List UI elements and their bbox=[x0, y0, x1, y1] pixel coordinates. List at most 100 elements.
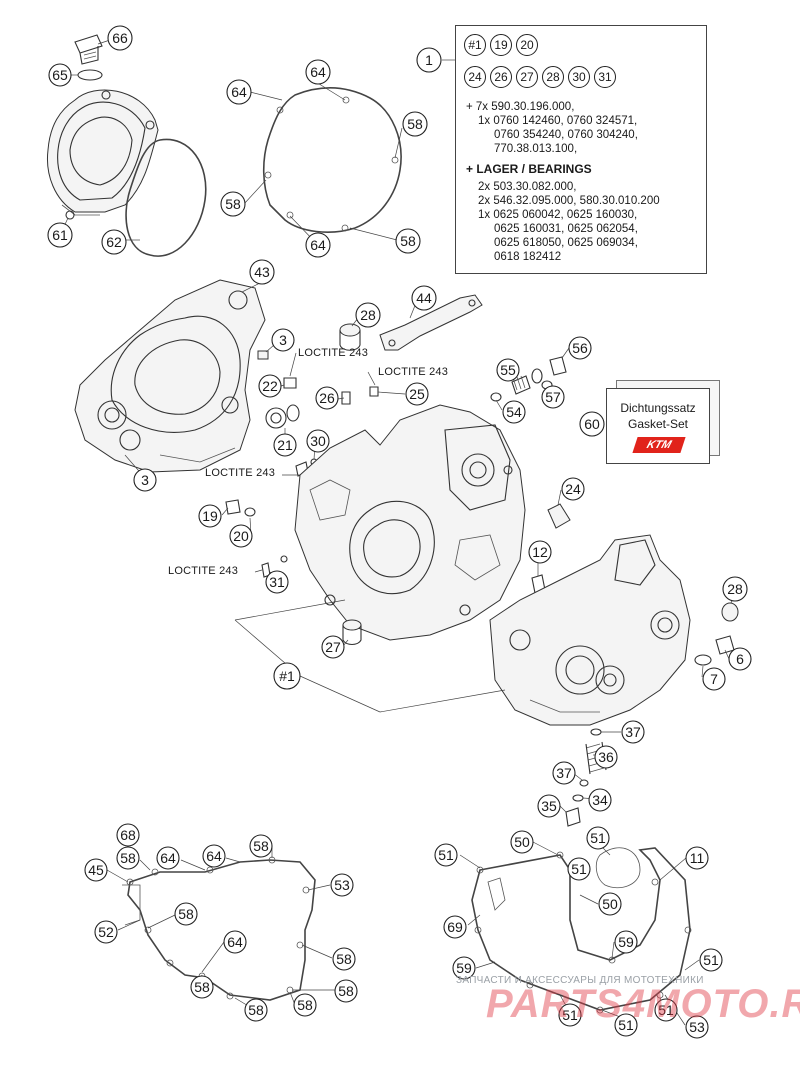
kit-ref-badge: 20 bbox=[516, 34, 538, 56]
small-fittings-left bbox=[257, 350, 379, 477]
callout-37-top: 37 bbox=[621, 720, 645, 744]
callout-50-a: 50 bbox=[510, 830, 534, 854]
svg-text:20: 20 bbox=[233, 528, 249, 544]
svg-text:58: 58 bbox=[248, 1002, 264, 1018]
svg-text:59: 59 bbox=[456, 960, 472, 976]
svg-text:58: 58 bbox=[400, 233, 416, 249]
loctite-label-3: LOCTITE 243 bbox=[205, 467, 276, 479]
gasket-set-label-de: Dichtungssatz bbox=[620, 401, 696, 415]
kit-ref-badge: 27 bbox=[516, 66, 538, 88]
svg-text:58: 58 bbox=[338, 983, 354, 999]
crankcase-left-half bbox=[294, 404, 526, 641]
callout-19: 19 bbox=[198, 504, 222, 528]
inner-clutch-cover-gasket bbox=[262, 87, 402, 233]
callout-68: 68 bbox=[116, 823, 140, 847]
svg-text:44: 44 bbox=[416, 290, 432, 306]
svg-text:37: 37 bbox=[625, 724, 641, 740]
dowel-sleeve bbox=[339, 323, 361, 351]
gasket-set-label-en: Gasket-Set bbox=[627, 417, 689, 431]
svg-text:56: 56 bbox=[572, 340, 588, 356]
bearing-sleeve-27 bbox=[342, 619, 362, 646]
svg-text:53: 53 bbox=[689, 1019, 705, 1035]
svg-text:35: 35 bbox=[541, 798, 557, 814]
svg-text:53: 53 bbox=[334, 877, 350, 893]
callout-58-bottom: 58 bbox=[395, 228, 421, 254]
kit-line-3: 0760 354240, 0760 304240, bbox=[494, 129, 638, 141]
svg-text:28: 28 bbox=[727, 581, 743, 597]
callout-58-bl-f: 58 bbox=[190, 975, 214, 999]
callout-43: 43 bbox=[249, 259, 275, 285]
callout-69: 69 bbox=[443, 915, 467, 939]
ktm-logo: KTM bbox=[632, 437, 686, 453]
svg-text:28: 28 bbox=[360, 307, 376, 323]
callout-37-bottom: 37 bbox=[552, 761, 576, 785]
callout-36: 36 bbox=[594, 745, 618, 769]
callout-11: 11 bbox=[685, 846, 709, 870]
bushing-right bbox=[547, 503, 571, 529]
callout-51-e: 51 bbox=[558, 1003, 582, 1027]
svg-text:58: 58 bbox=[178, 906, 194, 922]
svg-text:26: 26 bbox=[319, 390, 335, 406]
callout-64-bl-c: 64 bbox=[223, 930, 247, 954]
clutch-outer-cover bbox=[46, 89, 159, 220]
callout-21: 21 bbox=[273, 433, 297, 457]
svg-text:51: 51 bbox=[618, 1017, 634, 1033]
callout-59-b: 59 bbox=[452, 956, 476, 980]
callout-58-bl-b: 58 bbox=[249, 834, 273, 858]
svg-text:55: 55 bbox=[500, 362, 516, 378]
callout-3-bottom: 3 bbox=[133, 468, 157, 492]
svg-text:30: 30 bbox=[310, 433, 326, 449]
callout-kit-1: #1 bbox=[273, 662, 301, 690]
watermark-brand: PARTS4MOTO.RU bbox=[486, 982, 800, 1026]
svg-text:51: 51 bbox=[703, 952, 719, 968]
callout-64-bl-b: 64 bbox=[202, 844, 226, 868]
callout-26: 26 bbox=[315, 386, 339, 410]
svg-text:58: 58 bbox=[225, 196, 241, 212]
callout-59-a: 59 bbox=[614, 930, 638, 954]
kit-line-5: 2x 503.30.082.000, bbox=[478, 181, 577, 193]
callout-28-top: 28 bbox=[355, 302, 381, 328]
callout-64-top: 64 bbox=[305, 59, 331, 85]
callout-51-a: 51 bbox=[434, 843, 458, 867]
kit-ref-badge: 31 bbox=[594, 66, 616, 88]
callout-52: 52 bbox=[94, 920, 118, 944]
svg-text:24: 24 bbox=[565, 481, 581, 497]
clutch-cover-gasket-o-ring bbox=[125, 138, 207, 257]
svg-text:51: 51 bbox=[658, 1002, 674, 1018]
callout-66: 66 bbox=[107, 25, 133, 51]
mounting-bracket bbox=[379, 294, 483, 351]
svg-text:58: 58 bbox=[336, 951, 352, 967]
callout-35: 35 bbox=[537, 794, 561, 818]
callout-1: 1 bbox=[416, 47, 442, 73]
svg-text:62: 62 bbox=[106, 234, 122, 250]
svg-text:3: 3 bbox=[279, 332, 287, 348]
svg-text:50: 50 bbox=[514, 834, 530, 850]
callout-58-bl-e: 58 bbox=[334, 979, 358, 1003]
svg-text:58: 58 bbox=[297, 997, 313, 1013]
svg-text:58: 58 bbox=[407, 116, 423, 132]
svg-text:58: 58 bbox=[120, 850, 136, 866]
kit-line-6: 2x 546.32.095.000, 580.30.010.200 bbox=[478, 195, 660, 207]
callout-53-bl: 53 bbox=[330, 873, 354, 897]
callout-65: 65 bbox=[48, 63, 72, 87]
svg-text:45: 45 bbox=[88, 862, 104, 878]
callout-3-top: 3 bbox=[271, 328, 295, 352]
callout-53-br: 53 bbox=[685, 1015, 709, 1039]
callout-51-d: 51 bbox=[699, 948, 723, 972]
svg-text:51: 51 bbox=[562, 1007, 578, 1023]
svg-text:7: 7 bbox=[710, 671, 718, 687]
callout-12: 12 bbox=[528, 540, 552, 564]
callout-55: 55 bbox=[496, 358, 520, 382]
callout-58-left: 58 bbox=[220, 191, 246, 217]
kit-ref-badge: 19 bbox=[490, 34, 512, 56]
kit-bearings-heading: + LAGER / BEARINGS bbox=[466, 162, 592, 176]
kit-line-8: 0625 160031, 0625 062054, bbox=[494, 223, 638, 235]
svg-text:64: 64 bbox=[227, 934, 243, 950]
kit-line-9: 0625 618050, 0625 069034, bbox=[494, 237, 638, 249]
callout-58-bl-d: 58 bbox=[332, 947, 356, 971]
svg-text:6: 6 bbox=[736, 651, 744, 667]
svg-text:27: 27 bbox=[325, 639, 341, 655]
svg-text:58: 58 bbox=[194, 979, 210, 995]
